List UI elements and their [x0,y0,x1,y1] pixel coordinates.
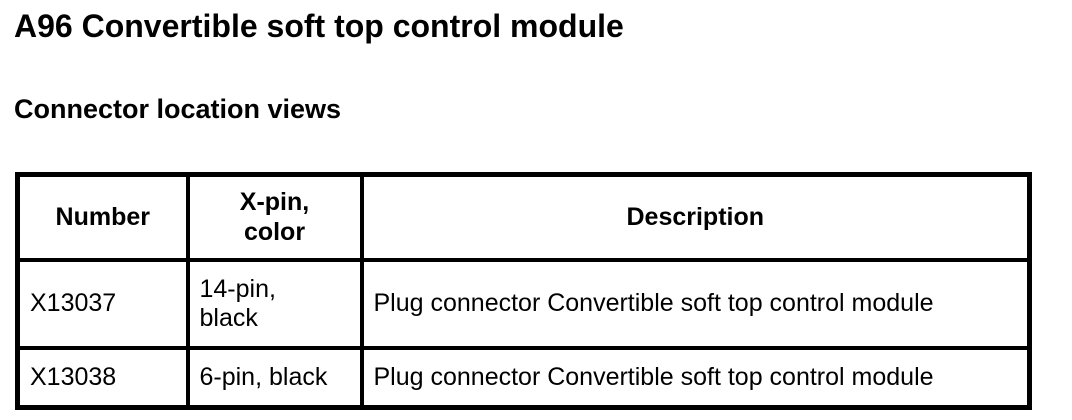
cell-number: X13037 [15,258,190,350]
table-row-x13037: X13037 14-pin, black Plug connector Conv… [15,258,1032,350]
connector-table: Number X-pin, color Description X13037 1… [15,172,1032,410]
header-row: Number X-pin, color Description [15,172,1032,262]
connector-table-header: Number X-pin, color Description [15,172,1032,262]
column-header-x-pin-color: X-pin, color [185,172,364,262]
cell-x-pin-color: 14-pin, black [185,258,364,350]
cell-description: Plug connector Convertible soft top cont… [359,258,1032,350]
cell-x-pin-color: 6-pin, black [185,346,364,410]
connector-table-body: X13037 14-pin, black Plug connector Conv… [15,258,1032,410]
table-row-x13038: X13038 6-pin, black Plug connector Conve… [15,346,1032,410]
column-header-number: Number [15,172,190,262]
cell-number: X13038 [15,346,190,410]
page-title: A96 Convertible soft top control module [14,8,624,44]
section-heading-connector-location-views: Connector location views [14,94,342,124]
cell-description: Plug connector Convertible soft top cont… [359,346,1032,410]
column-header-description: Description [359,172,1032,262]
